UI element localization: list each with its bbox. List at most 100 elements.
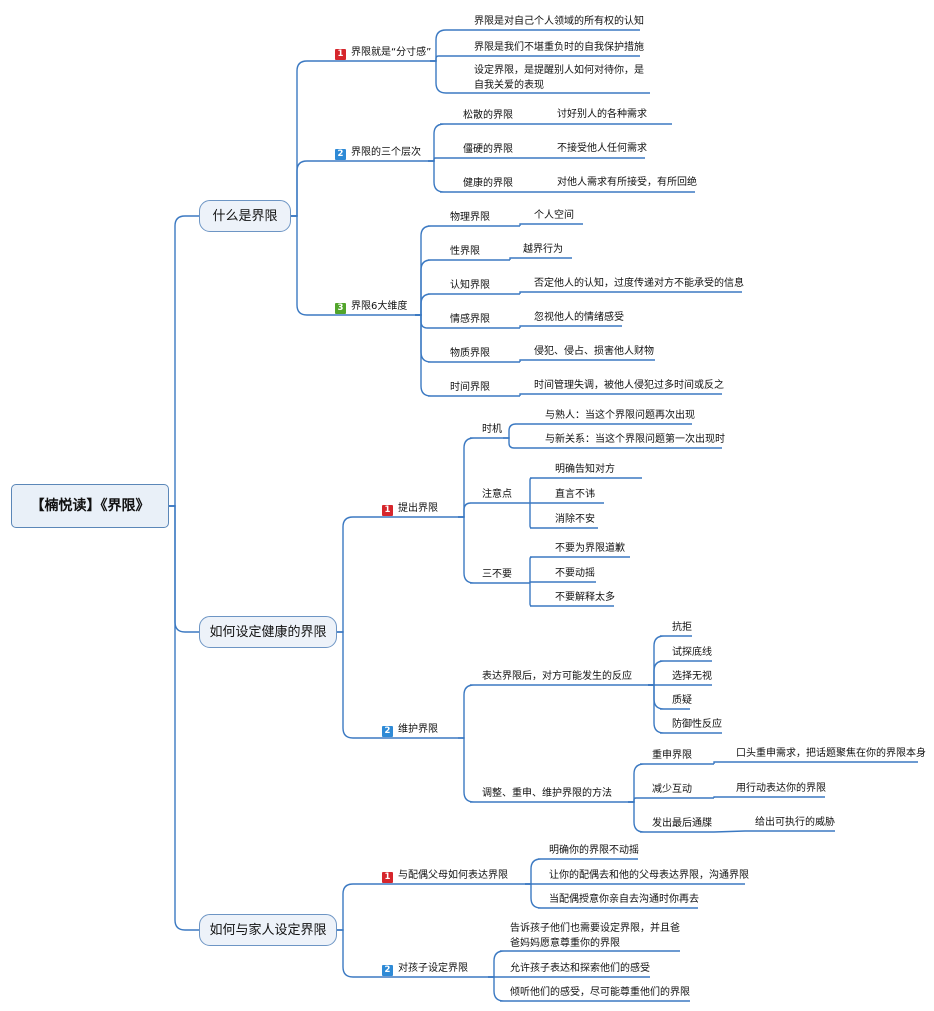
topic-label: 与配偶父母如何表达界限 [398,870,508,881]
connector [428,157,548,162]
connector [291,215,415,316]
connector [648,635,692,686]
connector [519,223,583,226]
level-node[interactable]: 僵硬的界限 [463,144,513,155]
reactions-node[interactable]: 表达界限后，对方可能发生的反应 [482,671,632,682]
leaf[interactable]: 时间管理失调，被他人侵犯过多时间或反之 [534,380,724,391]
connector [415,225,520,316]
connector [458,516,530,584]
leaf[interactable]: 质疑 [672,695,692,706]
leaf[interactable]: 对他人需求有所接受，有所回绝 [557,177,697,188]
branch-what-is-boundary[interactable]: 什么是界限 [199,200,291,232]
method-node[interactable]: 发出最后通牒 [652,818,712,829]
leaf[interactable]: 设定界限，是提醒别人如何对待你，是自我关爱的表现 [474,65,644,91]
leaf[interactable]: 试探底线 [672,647,712,658]
connector [648,684,722,734]
dimension-node[interactable]: 物质界限 [450,348,490,359]
leaf[interactable]: 允许孩子表达和探索他们的感受 [510,963,650,974]
branch-family-boundary[interactable]: 如何与家人设定界限 [199,914,337,946]
dimension-node[interactable]: 认知界限 [450,280,490,291]
method-node[interactable]: 重申界限 [652,750,692,761]
connector [713,830,835,833]
connector [428,160,548,193]
leaf[interactable]: 界限是我们不堪重负时的自我保护措施 [474,42,644,53]
timing-node[interactable]: 时机 [482,424,502,435]
level-node[interactable]: 松散的界限 [463,110,513,121]
badge-1: 1 [335,49,346,60]
connector [713,796,825,798]
topic-label: 界限就是“分寸感” [351,47,432,58]
connector [519,359,655,362]
dimension-node[interactable]: 情感界限 [450,314,490,325]
leaf[interactable]: 口头重申需求，把话题聚焦在你的界限本身 [736,748,926,759]
connector [529,477,642,503]
connector [428,123,548,162]
connector [169,215,199,507]
methods-node[interactable]: 调整、重申、维护界限的方法 [482,788,612,799]
branch-set-healthy-boundary[interactable]: 如何设定健康的界限 [199,616,337,648]
sub-topic[interactable]: 1 界限就是“分寸感” [335,45,431,60]
connector [415,293,520,316]
leaf[interactable]: 倾听他们的感受，尽可能尊重他们的界限 [510,987,690,998]
leaf[interactable]: 忽视他人的情绪感受 [534,312,624,323]
topic-label: 界限的三个层次 [351,147,421,158]
connector [509,257,572,260]
leaf[interactable]: 用行动表达你的界限 [736,783,826,794]
level-node[interactable]: 健康的界限 [463,178,513,189]
leaf[interactable]: 不要解释太多 [555,592,615,603]
connector [529,583,614,607]
leaf[interactable]: 不接受他人任何需求 [557,143,647,154]
leaf[interactable]: 给出可执行的威胁 [755,817,835,828]
leaf[interactable]: 不要为界限道歉 [555,543,625,554]
root-node[interactable]: 【楠悦读】《界限》 [11,484,169,528]
leaf[interactable]: 明确你的界限不动摇 [549,845,639,856]
topic-label: 对孩子设定界限 [398,963,468,974]
connector [430,55,640,62]
leaf[interactable]: 防御性反应 [672,719,722,730]
topic-label: 提出界限 [398,503,438,514]
connector [169,505,199,633]
leaf[interactable]: 抗拒 [672,622,692,633]
leaf[interactable]: 当配偶授意你亲自去沟通时你再去 [549,894,699,905]
leaf[interactable]: 消除不安 [555,514,595,525]
leaf[interactable]: 不要动摇 [555,568,595,579]
topic-label: 维护界限 [398,724,438,735]
connector [648,660,712,686]
sub-topic[interactable]: 2 对孩子设定界限 [382,961,468,976]
dimension-node[interactable]: 物理界限 [450,212,490,223]
leaf[interactable]: 个人空间 [534,210,574,221]
notes-node[interactable]: 注意点 [482,489,512,500]
dont-node[interactable]: 三不要 [482,569,512,580]
leaf[interactable]: 告诉孩子他们也需要设定界限，并且爸爸妈妈愿意尊重你的界限 [510,923,680,949]
connector [628,801,714,833]
connector [415,259,510,316]
connector [488,950,680,978]
connector [291,60,430,217]
method-node[interactable]: 减少互动 [652,784,692,795]
connector [458,437,503,518]
badge-2: 2 [382,965,393,976]
leaf[interactable]: 让你的配偶去和他的父母表达界限，沟通界限 [549,870,749,881]
leaf[interactable]: 讨好别人的各种需求 [557,109,647,120]
connector [169,505,199,931]
leaf[interactable]: 与新关系：当这个界限问题第一次出现时 [545,434,725,445]
leaf[interactable]: 界限是对自己个人领域的所有权的认知 [474,16,644,27]
dimension-node[interactable]: 性界限 [450,246,480,257]
connector [519,291,742,294]
leaf[interactable]: 明确告知对方 [555,464,615,475]
leaf[interactable]: 选择无视 [672,671,712,682]
leaf[interactable]: 与熟人：当这个界限问题再次出现 [545,410,695,421]
leaf[interactable]: 越界行为 [523,244,563,255]
connector [291,160,428,217]
connector [713,761,918,764]
leaf[interactable]: 侵犯、侵占、损害他人财物 [534,346,654,357]
leaf[interactable]: 否定他人的认知，过度传递对方不能承受的信息 [534,278,744,289]
leaf[interactable]: 直言不讳 [555,489,595,500]
topic-label: 界限6大维度 [351,301,408,312]
dimension-node[interactable]: 时间界限 [450,382,490,393]
